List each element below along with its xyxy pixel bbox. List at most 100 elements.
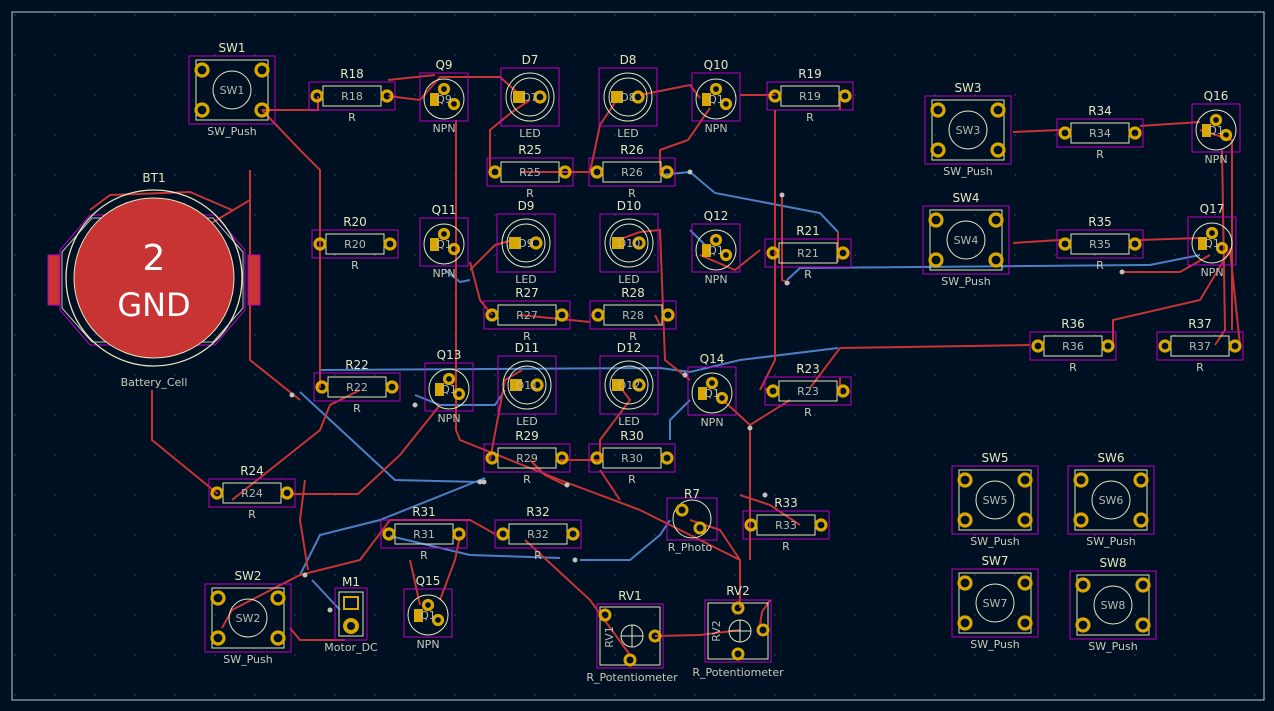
transistors: Q9Q9NPNQ10Q1NPNQ11Q1NPNQ12Q1NPNQ13Q1NPNQ…: [403, 58, 1241, 651]
switch-ref: SW8: [1099, 556, 1126, 570]
resistor-ref: R36: [1061, 317, 1085, 331]
pad: [768, 89, 782, 103]
pad: [447, 242, 461, 256]
resistor-value: R: [628, 473, 636, 486]
resistor-body-label: R22: [346, 381, 368, 394]
resistor-ref: R37: [1188, 317, 1212, 331]
pad: [1075, 617, 1091, 633]
switch-body-label: SW5: [983, 494, 1008, 507]
pad: [1128, 237, 1142, 251]
resistor-body-label: R32: [527, 528, 549, 541]
pad: [1073, 512, 1089, 528]
transistor-body-label: Q1: [441, 383, 457, 396]
resistor-ref: R21: [796, 224, 820, 238]
pad: [210, 486, 224, 500]
resistor-value: R: [804, 406, 812, 419]
resistor-body-label: R18: [341, 90, 363, 103]
switch-body-label: SW1: [220, 84, 245, 97]
transistor-value: NPN: [416, 638, 439, 651]
resistor-value: R: [1096, 259, 1104, 272]
motor-m1[interactable]: M1 Motor_DC: [324, 575, 378, 654]
potentiometer-rv2[interactable]: RV2 RV2 R_Potentiometer: [692, 584, 784, 679]
led-ref: D12: [617, 341, 642, 355]
pad: [485, 308, 499, 322]
resistor-value: R: [353, 402, 361, 415]
transistor-body-label: Q1: [420, 609, 436, 622]
photoresistor-r7[interactable]: R7 R_Photo: [666, 487, 718, 554]
pad: [315, 380, 329, 394]
pad: [631, 90, 645, 104]
pad: [766, 384, 780, 398]
resistor-ref: R19: [798, 67, 822, 81]
potentiometer-rv1[interactable]: RV1 RV1 R_Potentiometer: [586, 589, 678, 684]
battery-pad-net: GND: [117, 286, 190, 324]
pad: [558, 165, 572, 179]
transistor-body-label: Q1: [436, 238, 452, 251]
pad: [1135, 617, 1151, 633]
transistor-value: NPN: [704, 273, 727, 286]
pad: [1135, 577, 1151, 593]
pad: [1017, 575, 1033, 591]
transistor-body-label: Q1: [704, 387, 720, 400]
resistor-body-label: R20: [344, 238, 366, 251]
pad: [210, 630, 226, 646]
pad: [719, 97, 733, 111]
transistor-body-label: Q1: [1204, 237, 1220, 250]
pad: [957, 472, 973, 488]
switch-ref: SW6: [1097, 451, 1124, 465]
pad: [1219, 128, 1233, 142]
pad: [836, 246, 850, 260]
pad: [555, 308, 569, 322]
resistor-value: R: [782, 540, 790, 553]
battery-bt1[interactable]: BT1 2 GND Battery_Cell: [47, 171, 261, 389]
resistor-body-label: R29: [516, 452, 538, 465]
pad: [590, 451, 604, 465]
led-ref: D8: [620, 53, 637, 67]
